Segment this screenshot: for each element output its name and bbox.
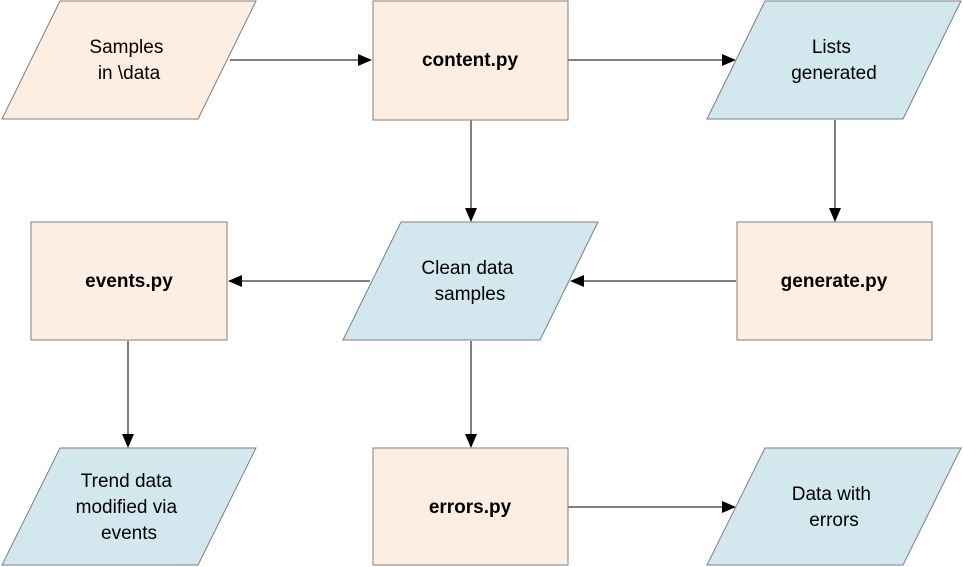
node-errors-py: errors.py (372, 447, 569, 566)
node-samples-label: Samples in \data (89, 37, 168, 84)
edge-generate-to-clean (570, 275, 736, 287)
node-data-with-errors: Data with errors (706, 447, 962, 566)
node-events-label: events.py (85, 271, 173, 292)
edges (122, 54, 841, 513)
node-trend-data: Trend data modified via events (1, 447, 257, 566)
edge-clean-to-errors (465, 341, 477, 448)
node-errors-label: errors.py (429, 497, 512, 518)
edge-content-to-lists (568, 54, 736, 66)
node-lists-label: Lists generated (791, 37, 877, 84)
edge-samples-to-content (230, 54, 372, 66)
edge-clean-to-events (228, 275, 370, 287)
node-dataerr-label: Data with errors (792, 484, 876, 531)
node-lists-generated: Lists generated (706, 0, 962, 120)
edge-lists-to-generate (829, 120, 841, 222)
edge-events-to-trend (122, 341, 134, 448)
node-content-py: content.py (372, 0, 569, 121)
node-clean-data-samples: Clean data samples (342, 221, 599, 341)
edge-errors-to-dataerr (568, 501, 736, 513)
node-generate-py: generate.py (736, 221, 933, 341)
node-generate-label: generate.py (781, 271, 888, 292)
node-clean-label: Clean data samples (421, 258, 518, 305)
node-events-py: events.py (30, 221, 228, 341)
node-trend-label: Trend data modified via events (76, 471, 183, 544)
node-samples-in-data: Samples in \data (1, 0, 257, 120)
edge-content-to-clean (465, 120, 477, 222)
node-content-label: content.py (422, 50, 518, 71)
